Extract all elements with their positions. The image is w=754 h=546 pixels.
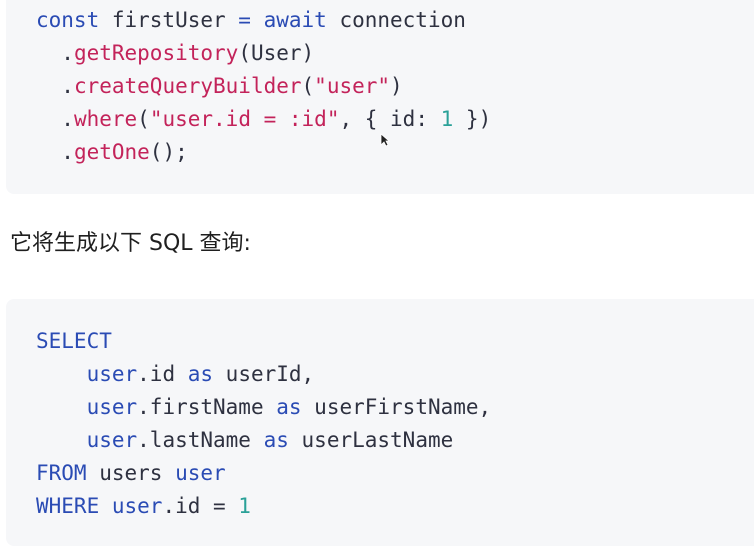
code-line: .createQueryBuilder("user")	[36, 72, 403, 100]
code-line: WHERE user.id = 1	[36, 492, 251, 520]
code-token: 1	[238, 494, 251, 518]
code-token: getOne	[73, 140, 150, 164]
code-token: 1	[440, 107, 454, 131]
code-line: SELECT	[36, 327, 112, 355]
code-token: where	[73, 107, 138, 131]
code-token: (User)	[238, 41, 315, 65]
code-block-typeorm: const firstUser = await connection .getR…	[6, 0, 754, 194]
code-token: SELECT	[36, 329, 112, 353]
code-token: as	[263, 428, 302, 452]
code-token: (	[137, 107, 150, 131]
code-token: .	[36, 41, 74, 65]
code-token: "user"	[314, 74, 391, 98]
code-token: ();	[149, 140, 188, 164]
code-line: .getOne();	[36, 138, 188, 166]
code-line: const firstUser = await connection	[36, 6, 466, 34]
code-token: user	[36, 395, 138, 419]
code-line: user.id as userId,	[36, 360, 315, 388]
code-token: .	[36, 74, 74, 98]
code-line: .getRepository(User)	[36, 39, 314, 67]
code-token: getRepository	[73, 41, 239, 65]
mouse-cursor-icon	[380, 133, 390, 147]
code-token: )	[390, 74, 403, 98]
code-token: (	[301, 74, 315, 98]
code-line: user.lastName as userLastName	[36, 426, 454, 454]
code-token: .firstName	[137, 395, 277, 419]
code-token: .	[36, 140, 74, 164]
code-token: userId,	[225, 362, 315, 386]
code-token: as	[187, 362, 226, 386]
code-token: createQueryBuilder	[73, 74, 302, 98]
code-token: connection	[339, 8, 466, 32]
code-token: user	[111, 494, 163, 518]
code-token: await	[263, 8, 340, 32]
code-token: users	[99, 461, 176, 485]
code-line: user.firstName as userFirstName,	[36, 393, 492, 421]
code-token: .	[36, 107, 74, 131]
code-block-sql: SELECT user.id as userId, user.firstName…	[6, 299, 754, 546]
code-token: as	[276, 395, 315, 419]
code-token: .id	[137, 362, 188, 386]
code-line: FROM users user	[36, 459, 226, 487]
code-token: =	[238, 8, 264, 32]
code-token: user	[36, 362, 138, 386]
code-token: WHERE	[36, 494, 112, 518]
code-token: userFirstName,	[314, 395, 492, 419]
code-token: "user.id = :id"	[149, 107, 340, 131]
prose-sql-intro: 它将生成以下 SQL 查询:	[10, 231, 251, 256]
code-token: firstUser	[111, 8, 239, 32]
code-token: , { id:	[339, 107, 441, 131]
code-token: user	[36, 428, 138, 452]
code-token: user	[175, 461, 226, 485]
code-token: FROM	[36, 461, 100, 485]
code-token: })	[453, 107, 492, 131]
code-token: .lastName	[137, 428, 264, 452]
code-token: const	[36, 8, 112, 32]
code-token: userLastName	[301, 428, 454, 452]
code-line: .where("user.id = :id", { id: 1 })	[36, 105, 491, 133]
code-token: .id =	[162, 494, 239, 518]
